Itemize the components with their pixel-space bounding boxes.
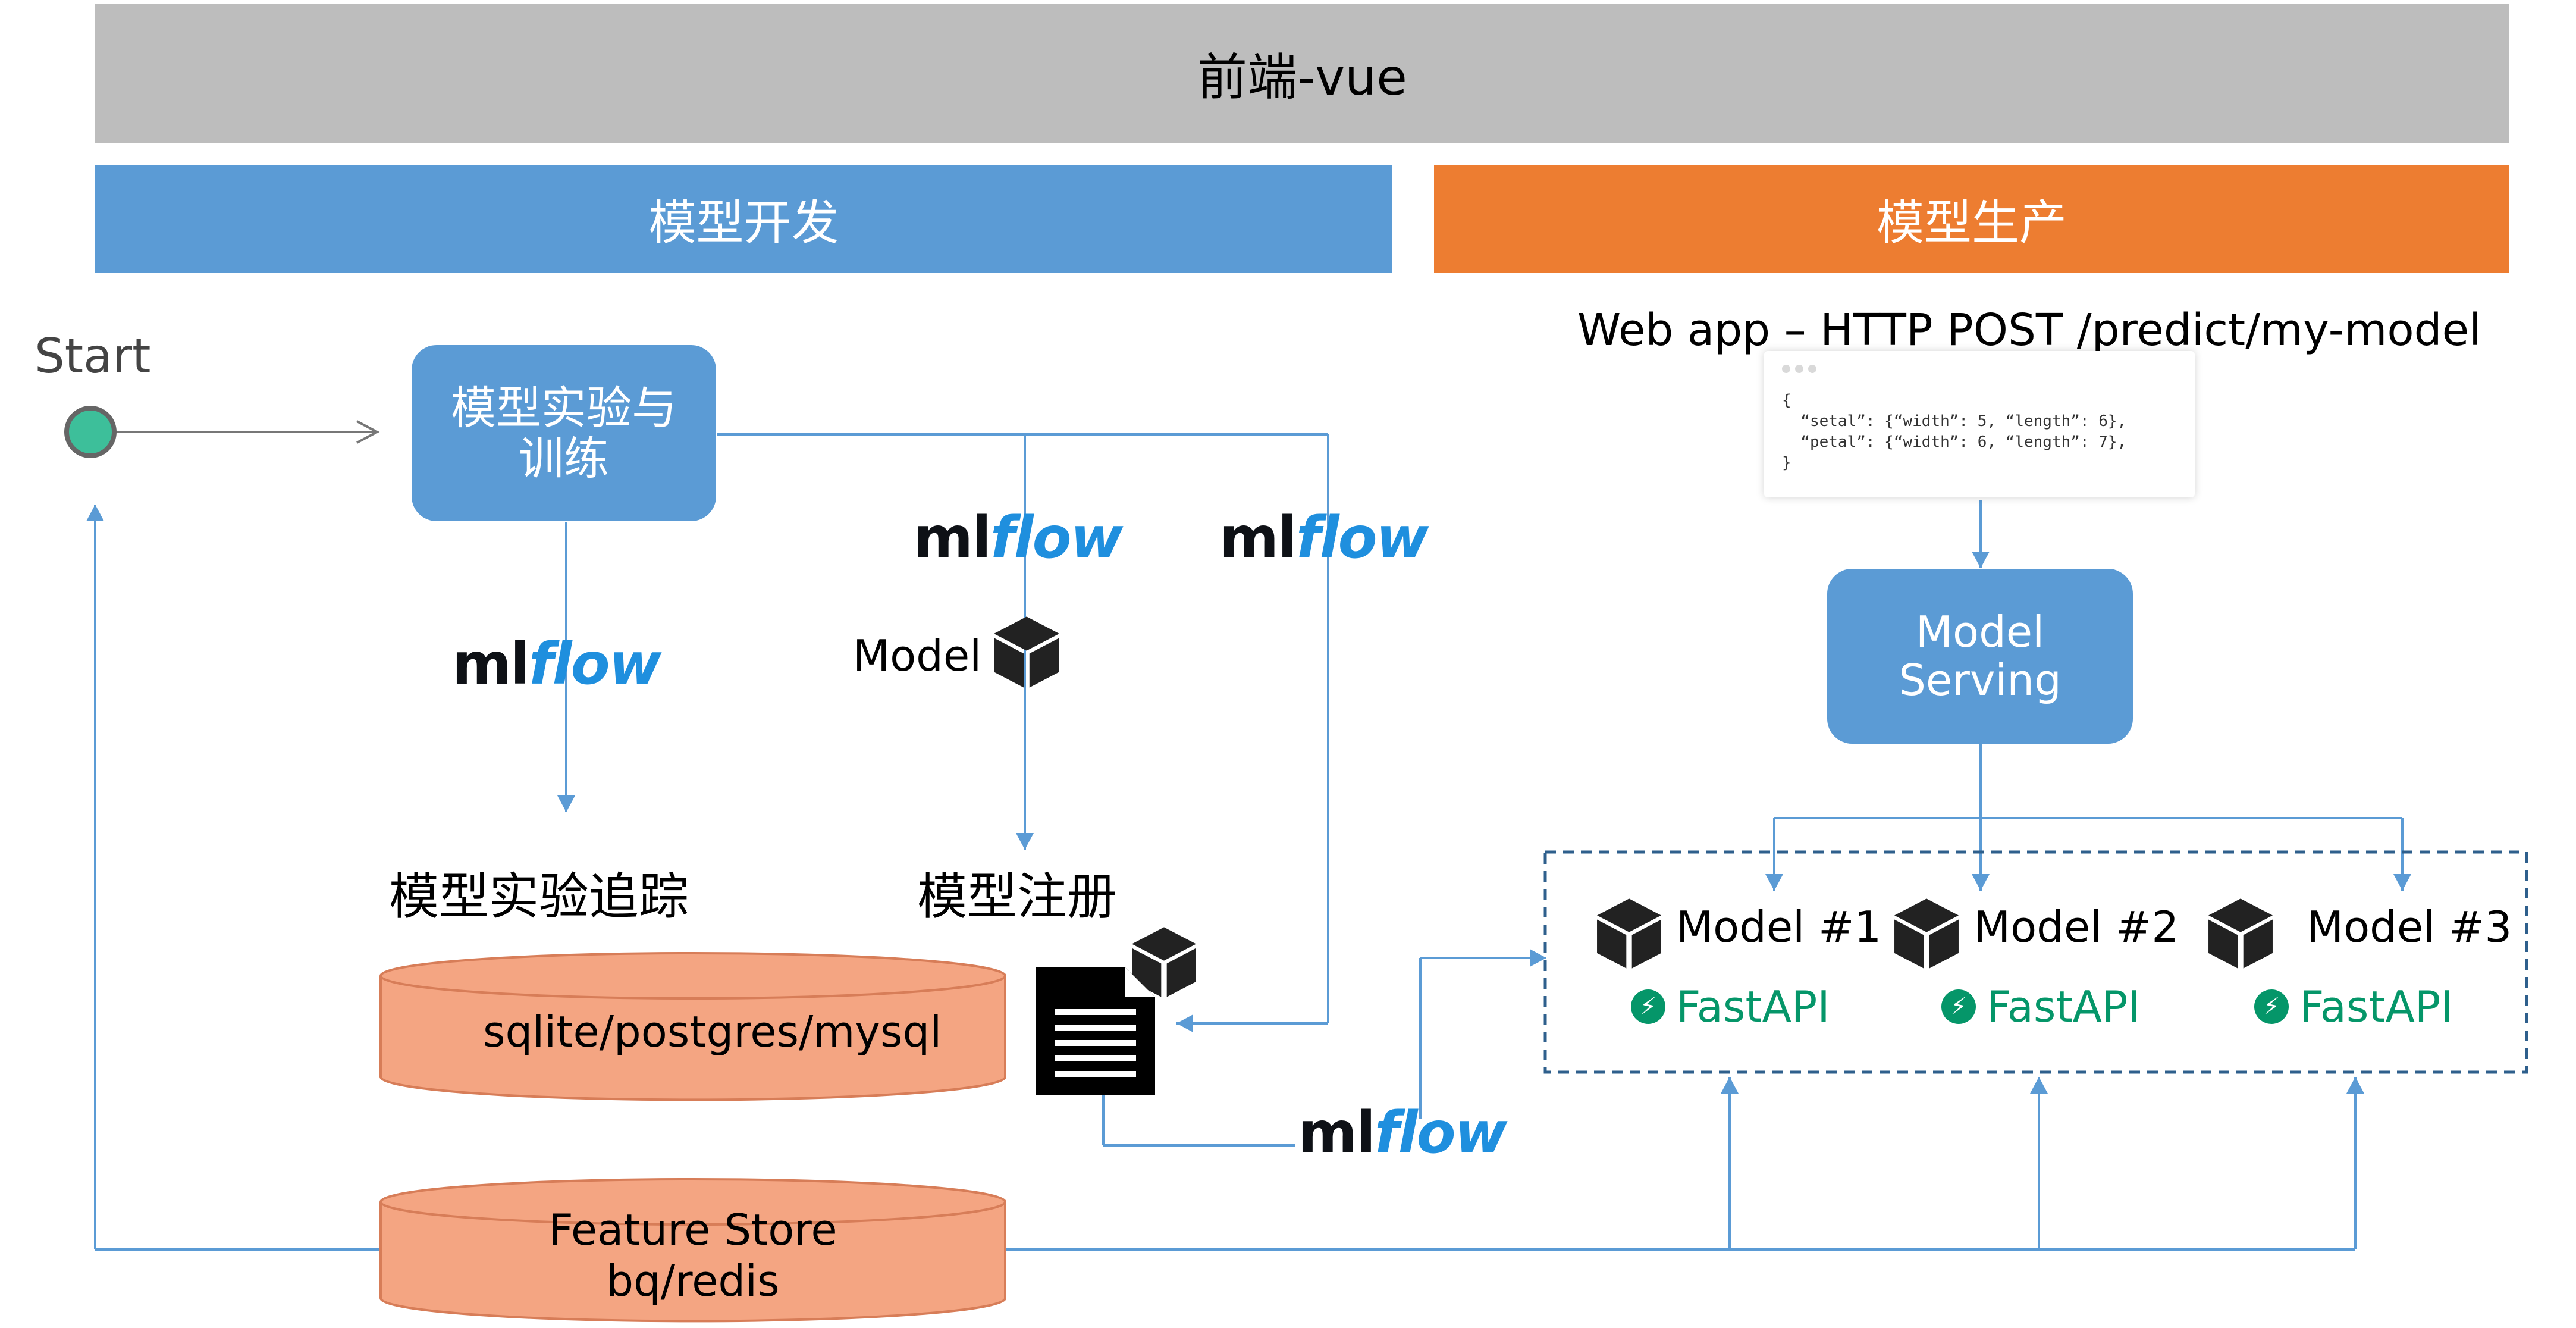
start-label: Start	[34, 328, 151, 384]
train-box-line2: 训练	[519, 432, 609, 485]
section-model-dev: 模型开发	[95, 165, 1392, 273]
serving-line1: Model	[1915, 607, 2045, 657]
train-box: 模型实验与 训练	[412, 345, 716, 521]
start-node-icon	[64, 406, 117, 458]
mlflow-flow-text: flow	[1374, 1100, 1507, 1166]
tracking-db-label: sqlite/postgres/mysql	[483, 1007, 942, 1057]
mlflow-logo-tracking: mlflow	[452, 631, 661, 697]
json-line: }	[1782, 454, 1791, 472]
webapp-title: Web app – HTTP POST /predict/my-model	[1577, 305, 2481, 356]
fastapi-badge-3: ⚡ FastAPI	[2254, 982, 2453, 1032]
frontend-header: 前端-vue	[95, 4, 2509, 143]
mlflow-logo-artifacts: mlflow	[1219, 505, 1429, 571]
model-label-3: Model #3	[2307, 902, 2512, 952]
json-line: “setal”: {“width”: 5, “length”: 6},	[1782, 412, 2127, 430]
fastapi-bolt-icon: ⚡	[2254, 989, 2289, 1024]
tracking-db-cylinder	[379, 952, 1006, 1101]
section-model-prod: 模型生产	[1434, 165, 2509, 273]
model-label: Model	[853, 631, 982, 681]
fastapi-bolt-icon: ⚡	[1631, 989, 1665, 1024]
cube-icon	[1894, 898, 1959, 969]
fastapi-label: FastAPI	[1987, 982, 2141, 1032]
document-icon	[1036, 967, 1155, 1095]
json-body: { “setal”: {“width”: 5, “length”: 6}, “p…	[1782, 390, 2126, 474]
model-serving-box: Model Serving	[1827, 569, 2133, 744]
json-request-card: { “setal”: {“width”: 5, “length”: 6}, “p…	[1764, 351, 2195, 497]
feature-store-line2: bq/redis	[606, 1256, 780, 1306]
mlflow-flow-text: flow	[1295, 505, 1429, 571]
feature-store-line1: Feature Store	[548, 1204, 837, 1255]
cube-icon	[2208, 898, 2273, 969]
mlflow-ml-text: ml	[914, 505, 992, 571]
feature-store-label: Feature Store bq/redis	[416, 1202, 969, 1309]
mlflow-ml-text: ml	[452, 631, 530, 697]
model-label-2: Model #2	[1973, 902, 2179, 952]
mlflow-ml-text: ml	[1219, 505, 1297, 571]
fastapi-label: FastAPI	[1676, 982, 1830, 1032]
mlflow-ml-text: ml	[1298, 1100, 1376, 1166]
cube-icon	[1597, 898, 1661, 969]
window-dots	[1782, 359, 1821, 377]
mlflow-logo-registry: mlflow	[914, 505, 1123, 571]
fastapi-bolt-icon: ⚡	[1941, 989, 1976, 1024]
registry-title: 模型注册	[917, 867, 1118, 926]
fastapi-badge-2: ⚡ FastAPI	[1941, 982, 2141, 1032]
mlflow-flow-text: flow	[990, 505, 1123, 571]
cube-icon	[994, 616, 1059, 688]
fastapi-label: FastAPI	[2299, 982, 2453, 1032]
train-box-line1: 模型实验与	[451, 381, 677, 434]
mlflow-logo-deploy: mlflow	[1298, 1100, 1507, 1166]
fastapi-badge-1: ⚡ FastAPI	[1631, 982, 1830, 1032]
serving-line2: Serving	[1899, 655, 2062, 705]
tracking-title: 模型实验追踪	[389, 867, 689, 926]
models-container	[1543, 850, 2528, 1074]
feature-store-cylinder	[379, 1178, 1006, 1323]
json-line: “petal”: {“width”: 6, “length”: 7},	[1782, 433, 2127, 451]
mlflow-flow-text: flow	[528, 631, 661, 697]
model-label-1: Model #1	[1676, 902, 1882, 952]
json-line: {	[1782, 391, 1791, 409]
